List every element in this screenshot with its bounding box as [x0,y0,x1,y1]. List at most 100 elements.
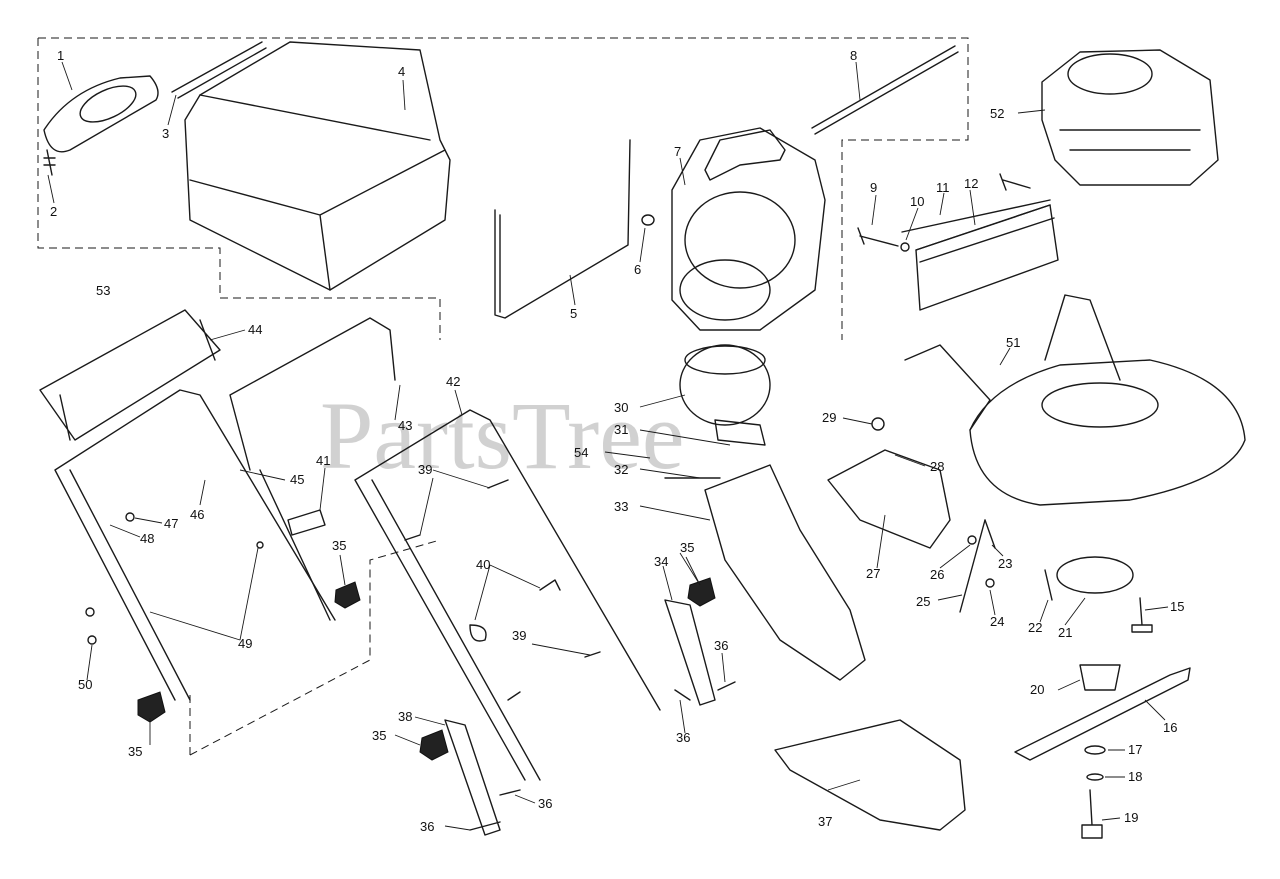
callout-33: 33 [614,499,628,514]
callout-40: 40 [476,557,490,572]
callout-31: 31 [614,422,628,437]
part-37-side-discharge [774,719,966,831]
callout-23: 23 [998,556,1012,571]
callout-28: 28 [930,459,944,474]
part-35-knob-c [419,729,449,761]
part-36-bolt-c [674,689,691,701]
part-35-knob-d [687,577,716,607]
part-23-link [984,519,996,549]
callout-49: 49 [238,636,252,651]
callout-11: 11 [936,180,950,195]
callout-54: 54 [574,445,588,460]
part-11-hinge-rod [901,199,1051,233]
callout-5: 5 [570,306,577,321]
callout-17: 17 [1128,742,1142,757]
part-26-nut [967,535,977,545]
callout-26: 26 [930,567,944,582]
callout-labels: 1 2 3 4 5 6 7 8 9 10 11 12 15 16 17 18 1… [50,48,1184,834]
part-18-washer [1086,773,1104,781]
callout-25: 25 [916,594,930,609]
part-10-washer [900,242,910,252]
callout-9: 9 [870,180,877,195]
callout-35a: 35 [680,540,694,555]
callout-19: 19 [1124,810,1138,825]
callout-45: 45 [290,472,304,487]
callout-52: 52 [990,106,1004,121]
part-39-bolt-c [507,691,521,701]
part-25-lever [959,519,986,613]
part-52-engine [1041,49,1219,186]
callout-27: 27 [866,566,880,581]
callout-35b: 35 [332,538,346,553]
callout-36c: 36 [538,796,552,811]
callout-36b: 36 [676,730,690,745]
leader-lines [47,61,1169,831]
callout-51: 51 [1006,335,1020,350]
part-49-bolt [256,541,264,549]
callout-48: 48 [140,531,154,546]
part-3-rod [171,41,267,99]
part-21-hub [1056,556,1134,594]
part-5-bag-frame [494,139,631,319]
callout-32: 32 [614,462,628,477]
part-16-blade [1014,667,1191,761]
callout-34: 34 [654,554,668,569]
callout-12: 12 [964,176,978,191]
callout-22: 22 [1028,620,1042,635]
part-42-lower-handle-left [54,389,336,701]
part-36-bolt-a [469,821,501,831]
callout-7: 7 [674,144,681,159]
part-30-knob [679,344,771,426]
callout-15: 15 [1170,599,1184,614]
part-15-bolt [1131,597,1153,633]
part-6-clip [641,214,655,226]
part-35-knob-b [334,581,361,609]
part-41-bracket [287,509,326,536]
bag-assembly-boundary [37,37,969,340]
part-31-bracket [714,419,766,446]
part-28-chute [827,449,951,549]
part-51-deck [904,294,1246,506]
part-12-rear-flap [915,204,1059,311]
part-39-bolt-d [584,651,601,658]
callout-36d: 36 [420,819,434,834]
part-45-handle-right [229,317,396,621]
part-4-grass-bag [184,41,451,291]
part-39-bolt-b [404,534,421,541]
part-50-washer-b [87,635,97,645]
callout-6: 6 [634,262,641,277]
part-17-washer [1084,745,1106,755]
callout-8: 8 [850,48,857,63]
callout-21: 21 [1058,625,1072,640]
callout-10: 10 [910,194,924,209]
part-38-bracket [444,719,501,836]
callout-1: 1 [57,48,64,63]
callout-53: 53 [96,283,110,298]
part-8-rod [811,45,959,135]
callout-30: 30 [614,400,628,415]
flap-bolts [999,173,1031,191]
part-35-knob-a [137,691,166,723]
part-29-nut [871,417,885,431]
part-42-lower-handle [354,409,661,781]
callout-38: 38 [398,709,412,724]
callout-39b: 39 [512,628,526,643]
part-7-bag-front [671,127,826,331]
callout-29: 29 [822,410,836,425]
callout-24: 24 [990,614,1004,629]
callout-39a: 39 [418,462,432,477]
callout-16: 16 [1163,720,1177,735]
callout-35c: 35 [372,728,386,743]
part-20-adapter [1079,664,1121,691]
part-39-bolt-a [487,479,509,489]
part-2-screw [43,149,56,176]
callout-18: 18 [1128,769,1142,784]
part-1-bag-grip [43,75,159,153]
part-9-bolt [857,227,899,247]
callout-35d: 35 [128,744,142,759]
handle-assembly-boundary [189,539,441,756]
part-36-bolt-b [499,789,521,796]
callout-2: 2 [50,204,57,219]
watermark: PartsTree [320,382,684,489]
